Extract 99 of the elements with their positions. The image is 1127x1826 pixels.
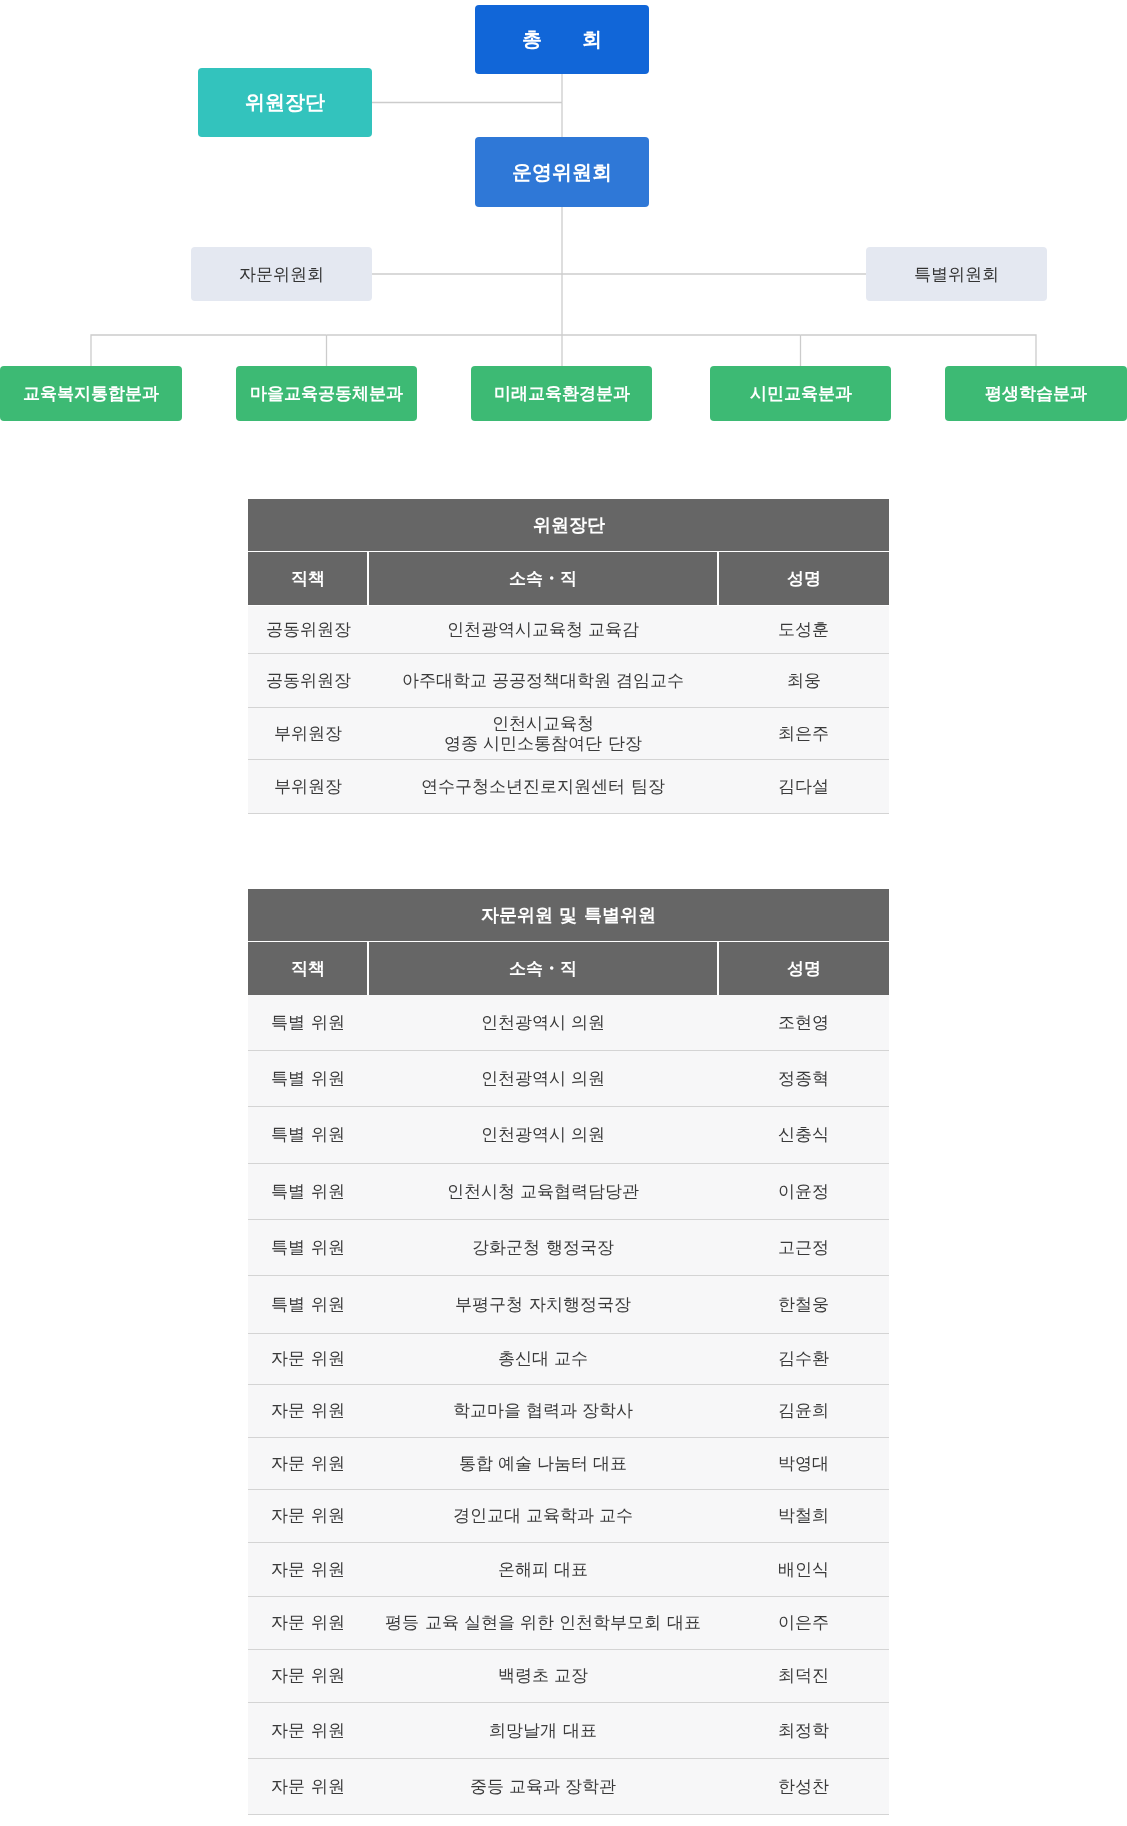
- member-name-text: 김수환: [778, 1349, 829, 1369]
- org-chart-box: [0, 366, 182, 421]
- org-chart-box: [198, 68, 372, 137]
- position-text: 부위원장: [274, 723, 342, 744]
- affiliation-text: 인천시교육청 영종 시민소통참여단 단장: [444, 713, 642, 754]
- position-text: 공동위원장: [265, 670, 351, 691]
- box-label: 평생학습분과: [985, 382, 1087, 405]
- member-name-text: 도성훈: [778, 619, 829, 640]
- affiliation-text: 평등 교육 실현을 위한 인천학부모회 대표: [385, 1613, 701, 1633]
- position-text: 자문 위원: [271, 1453, 345, 1474]
- member-name-text: 정종혁: [778, 1068, 829, 1089]
- connector-line: [325, 334, 328, 367]
- member-name-text: 이은주: [778, 1613, 829, 1633]
- affiliation-text: 연수구청소년진로지원센터 팀장: [421, 776, 665, 797]
- affiliation-text: 인천광역시 의원: [480, 1068, 606, 1089]
- position-text: 특별 위원: [271, 1068, 345, 1089]
- member-name-text: 조현영: [778, 1012, 829, 1033]
- member-name-text: 박영대: [778, 1453, 829, 1474]
- member-name-text: 박철희: [778, 1506, 829, 1526]
- member-name-text: 한성찬: [778, 1776, 829, 1797]
- org-chart-box: [866, 247, 1047, 301]
- column-header: 직책: [290, 957, 325, 980]
- affiliation-text: 인천광역시교육청 교육감: [446, 619, 640, 640]
- affiliation-text: 백령초 교장: [497, 1666, 589, 1686]
- affiliation-text: 인천광역시 의원: [480, 1012, 606, 1033]
- connector-line: [371, 273, 563, 275]
- affiliation-text: 온해피 대표: [497, 1559, 589, 1580]
- org-chart-box: [945, 366, 1127, 421]
- org-chart-box: [471, 366, 652, 421]
- column-header: 소속・직: [509, 957, 577, 980]
- affiliation-text: 아주대학교 공공정책대학원 겸임교수: [401, 670, 685, 691]
- connector-line: [561, 73, 563, 104]
- affiliation-text: 학교마을 협력과 장학사: [452, 1401, 634, 1421]
- org-chart-box: [475, 5, 649, 74]
- connector-line: [325, 334, 563, 336]
- box-label: 특별위원회: [914, 262, 999, 286]
- member-name-text: 최은주: [778, 723, 829, 744]
- box-label: 교육복지통합분과: [23, 382, 159, 405]
- position-text: 자문 위원: [271, 1559, 345, 1580]
- affiliation-text: 강화군청 행정국장: [472, 1237, 614, 1258]
- position-text: 부위원장: [274, 776, 342, 797]
- affiliation-text: 희망날개 대표: [489, 1720, 597, 1741]
- position-text: 자문 위원: [271, 1401, 345, 1421]
- box-label: 위원장단: [245, 89, 325, 116]
- member-name-text: 김다설: [778, 776, 829, 797]
- position-text: 특별 위원: [271, 1237, 345, 1258]
- box-label: 운영위원회: [512, 158, 612, 186]
- column-header: 성명: [787, 567, 821, 590]
- box-label: 시민교육분과: [749, 382, 852, 405]
- position-text: 자문 위원: [271, 1349, 345, 1369]
- member-name-text: 한철웅: [778, 1294, 829, 1315]
- member-name-text: 신충식: [778, 1125, 829, 1145]
- connector-line: [561, 273, 867, 275]
- connector-line: [561, 334, 802, 336]
- member-name-text: 김윤희: [778, 1401, 829, 1421]
- position-text: 특별 위원: [271, 1294, 345, 1315]
- box-label: 마을교육공동체분과: [250, 382, 403, 405]
- column-header: 성명: [787, 957, 821, 980]
- table-title: 자문위원 및 특별위원: [481, 903, 656, 927]
- connector-line: [561, 334, 563, 367]
- member-name-text: 배인식: [778, 1559, 829, 1580]
- org-chart-box: [236, 366, 417, 421]
- position-text: 자문 위원: [271, 1720, 345, 1741]
- org-chart-box: [710, 366, 891, 421]
- connector-line: [371, 101, 563, 104]
- position-text: 특별 위원: [271, 1181, 345, 1202]
- affiliation-text: 경인교대 교육학과 교수: [452, 1506, 634, 1526]
- position-text: 자문 위원: [271, 1666, 345, 1686]
- org-chart-box: [191, 247, 372, 301]
- affiliation-text: 총신대 교수: [497, 1349, 589, 1369]
- box-label: 미래교육환경분과: [493, 382, 630, 405]
- connector-line: [90, 334, 328, 367]
- member-name-text: 최웅: [786, 670, 821, 691]
- box-label: 총 회: [521, 26, 603, 53]
- member-name-text: 최덕진: [778, 1666, 829, 1686]
- position-text: 자문 위원: [271, 1776, 345, 1797]
- connector-line: [561, 101, 563, 138]
- table-title: 위원장단: [532, 513, 605, 537]
- org-chart-box: [475, 137, 649, 207]
- connector-line: [799, 334, 802, 367]
- position-text: 공동위원장: [265, 619, 351, 640]
- position-text: 자문 위원: [271, 1506, 345, 1526]
- member-name-text: 이윤정: [778, 1181, 829, 1202]
- affiliation-text: 중등 교육과 장학관: [469, 1776, 617, 1797]
- column-header: 소속・직: [509, 567, 577, 590]
- affiliation-text: 인천시청 교육협력담당관: [446, 1181, 640, 1202]
- affiliation-text: 부평구청 자치행정국장: [455, 1294, 631, 1315]
- connector-line: [561, 206, 563, 275]
- connector-line: [799, 334, 1037, 367]
- connector-line: [561, 273, 563, 336]
- position-text: 특별 위원: [271, 1012, 345, 1033]
- position-text: 자문 위원: [271, 1613, 345, 1633]
- column-header: 직책: [290, 567, 325, 590]
- affiliation-text: 통합 예술 나눔터 대표: [458, 1453, 628, 1474]
- affiliation-text: 인천광역시 의원: [480, 1125, 606, 1145]
- box-label: 자문위원회: [239, 262, 324, 286]
- member-name-text: 최정학: [778, 1720, 829, 1741]
- position-text: 특별 위원: [271, 1125, 345, 1145]
- member-name-text: 고근정: [778, 1237, 829, 1258]
